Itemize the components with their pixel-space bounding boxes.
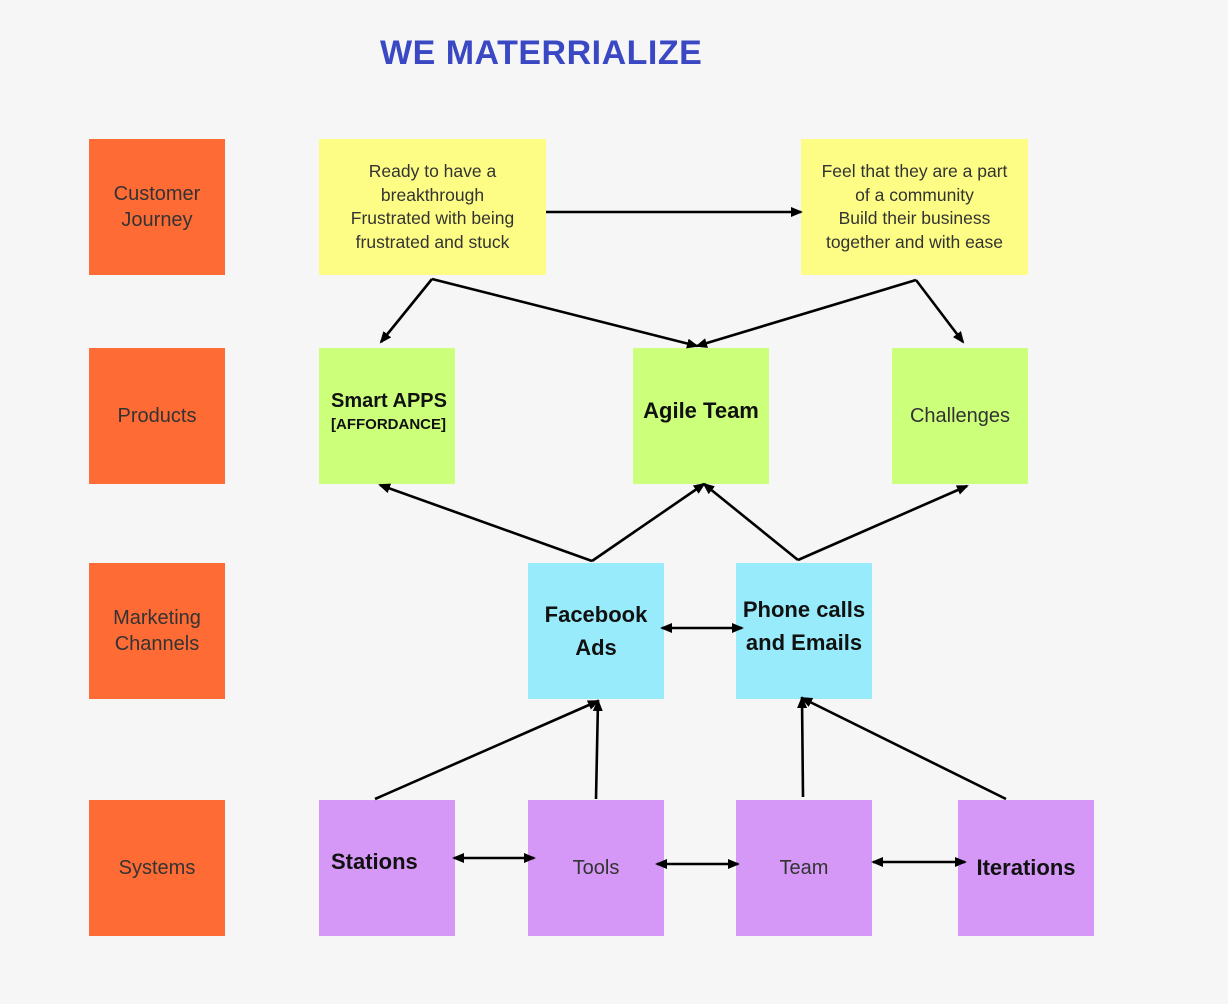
- product-agile-team: Agile Team: [633, 348, 769, 484]
- arrow-after-to-agile-team: [695, 278, 917, 348]
- smart-apps-sublabel: [AFFORDANCE]: [331, 416, 446, 433]
- row-label-products: Products: [89, 348, 225, 484]
- arrow-facebook-to-smart-apps: [378, 483, 593, 563]
- product-challenges: Challenges: [892, 348, 1028, 484]
- system-tools: Tools: [528, 800, 664, 936]
- journey-before-note: Ready to have a breakthrough Frustrated …: [319, 139, 546, 275]
- channel-facebook-ads: Facebook Ads: [528, 563, 664, 699]
- row-label-customer-journey: Customer Journey: [89, 139, 225, 275]
- arrow-stations-to-facebook: [374, 699, 600, 801]
- system-team: Team: [736, 800, 872, 936]
- smart-apps-label: Smart APPS: [331, 390, 447, 412]
- row-label-systems: Systems: [89, 800, 225, 936]
- arrow-before-to-agile-team: [431, 277, 699, 349]
- diagram-title: WE MATERRIALIZE: [380, 34, 703, 72]
- system-iterations: Iterations: [958, 800, 1094, 936]
- system-stations: Stations: [319, 800, 455, 936]
- arrow-facebook-to-agile-team: [591, 482, 706, 563]
- journey-after-note: Feel that they are a part of a community…: [801, 139, 1028, 275]
- arrow-phone-to-challenges: [797, 484, 969, 562]
- arrow-team-to-phone: [797, 696, 808, 798]
- arrow-phone-to-agile-team: [702, 482, 799, 562]
- row-label-marketing-channels: Marketing Channels: [89, 563, 225, 699]
- product-smart-apps: Smart APPS [AFFORDANCE]: [319, 348, 455, 484]
- arrow-tools-to-facebook: [592, 699, 603, 800]
- arrow-iterations-to-phone: [800, 696, 1007, 801]
- channel-phone-emails: Phone calls and Emails: [736, 563, 872, 699]
- arrow-after-to-challenges: [914, 279, 965, 344]
- arrow-before-to-smart-apps: [379, 278, 434, 344]
